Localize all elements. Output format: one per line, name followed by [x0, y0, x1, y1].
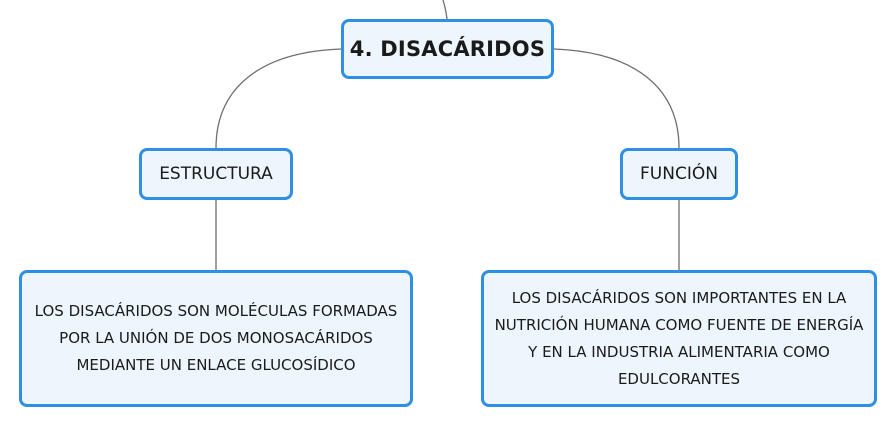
root-topic-label: 4. DISACÁRIDOS [349, 37, 546, 61]
connector-parent-to-root [442, 0, 448, 20]
root-topic-disacaridos[interactable]: 4. DISACÁRIDOS [341, 19, 554, 79]
subtopic-estructura-text: LOS DISACÁRIDOS SON MOLÉCULAS FORMADAS P… [34, 302, 398, 374]
connector-root-to-funcion [553, 48, 680, 149]
topic-funcion[interactable]: FUNCIÓN [620, 148, 738, 200]
subtopic-estructura-detail[interactable]: LOS DISACÁRIDOS SON MOLÉCULAS FORMADAS P… [19, 270, 413, 407]
topic-estructura[interactable]: ESTRUCTURA [139, 148, 293, 200]
subtopic-funcion-detail[interactable]: LOS DISACÁRIDOS SON IMPORTANTES EN LA NU… [481, 270, 877, 407]
topic-funcion-label: FUNCIÓN [640, 164, 718, 184]
topic-estructura-label: ESTRUCTURA [159, 164, 273, 184]
connector-root-to-estructura [215, 48, 342, 149]
subtopic-funcion-text: LOS DISACÁRIDOS SON IMPORTANTES EN LA NU… [494, 288, 864, 388]
